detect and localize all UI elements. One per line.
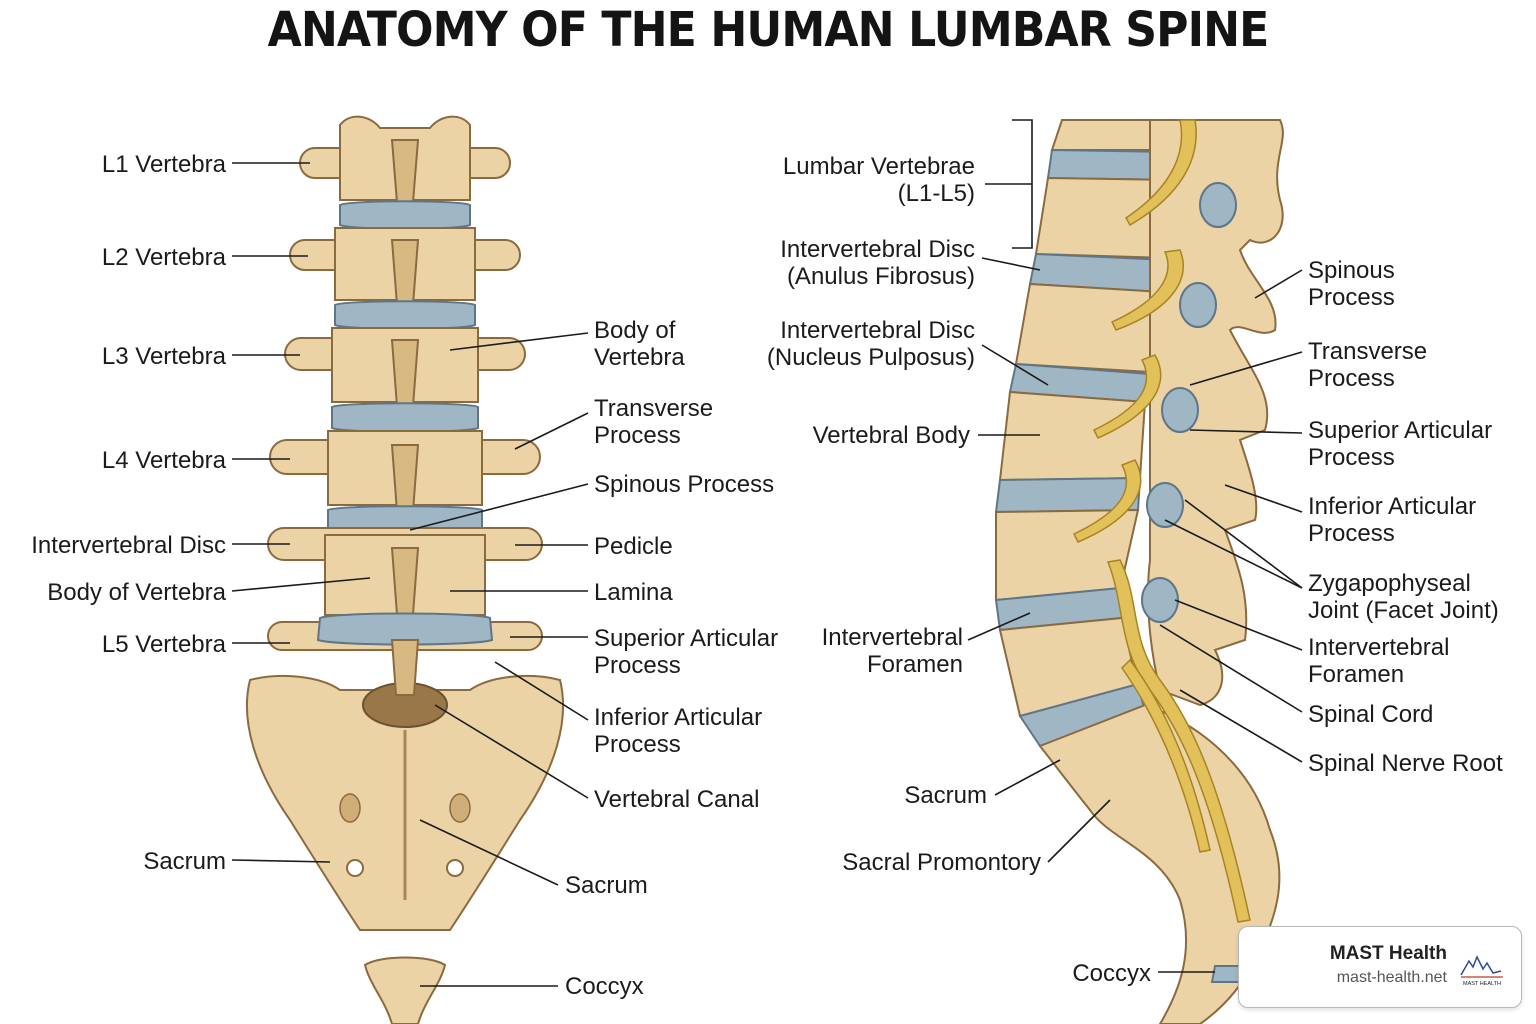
diagram-title: ANATOMY OF THE HUMAN LUMBAR SPINE	[267, 2, 1270, 58]
label-body-of-vertebra-line1: Body of	[594, 317, 676, 344]
label-spinal-cord: Spinal Cord	[1308, 701, 1433, 728]
label-intervertebral-disc: Intervertebral Disc	[31, 532, 226, 559]
label-disc-anulus-line1: Intervertebral Disc	[780, 236, 975, 263]
label-l2-vertebra: L2 Vertebra	[102, 244, 227, 271]
sacral-foramen	[339, 793, 361, 823]
brand-url[interactable]: mast-health.net	[1336, 969, 1447, 986]
label-sacrum-lateral: Sacrum	[904, 782, 987, 809]
label-coccyx-lateral: Coccyx	[1072, 960, 1151, 987]
label-lamina: Lamina	[594, 579, 673, 606]
label-intervertebral-foramen-left-line1: Intervertebral	[822, 624, 963, 651]
label-disc-nucleus-line2: (Nucleus Pulposus)	[767, 344, 975, 371]
brand-badge[interactable]: MAST Health mast-health.net MAST HEALTH	[1238, 926, 1522, 1008]
label-sacrum-middle: Sacrum	[565, 872, 648, 899]
label-zygapophyseal-line2: Joint (Facet Joint)	[1308, 597, 1499, 624]
facet-joint	[1141, 577, 1179, 623]
label-coccyx-left: Coccyx	[565, 973, 644, 1000]
nerve-root	[1092, 354, 1162, 439]
sacral-foramen	[446, 859, 464, 877]
label-superior-articular-lateral-line2: Process	[1308, 444, 1395, 471]
label-intervertebral-foramen-right-line2: Foramen	[1308, 661, 1404, 688]
label-body-of-vertebra-line2: Vertebra	[594, 344, 685, 371]
nerve-root	[1072, 459, 1142, 543]
nerve-root	[1110, 249, 1184, 331]
label-inferior-articular-line2: Process	[594, 731, 681, 758]
label-inferior-articular-line1: Inferior Articular	[594, 704, 762, 731]
facet-joint	[1161, 387, 1199, 433]
label-pedicle: Pedicle	[594, 533, 673, 560]
spinous-process-l5	[390, 639, 420, 696]
label-l1-vertebra: L1 Vertebra	[102, 151, 227, 178]
label-spinous-process-lateral-line2: Process	[1308, 284, 1395, 311]
label-transverse-process-lateral-line1: Transverse	[1308, 338, 1427, 365]
facet-joint	[1199, 182, 1237, 228]
label-intervertebral-foramen-left-line2: Foramen	[867, 651, 963, 678]
label-lumbar-vertebrae-line2: (L1-L5)	[898, 180, 975, 207]
brand-logo-icon: MAST HEALTH	[1460, 955, 1503, 987]
brand-logo-text: MAST HEALTH	[1463, 981, 1501, 987]
brand-name: MAST Health	[1329, 943, 1447, 964]
label-l5-vertebra: L5 Vertebra	[102, 631, 227, 658]
nerve-root	[1121, 658, 1211, 853]
leader-lines	[231, 119, 1303, 987]
label-vertebral-canal: Vertebral Canal	[594, 786, 759, 813]
vertebra-l2	[289, 227, 521, 319]
lateral-body-l2	[1014, 282, 1164, 374]
label-superior-articular-line1: Superior Articular	[594, 625, 778, 652]
nerve-root	[1125, 119, 1197, 227]
label-body-of-vertebra-left: Body of Vertebra	[47, 579, 226, 606]
label-superior-articular-line2: Process	[594, 652, 681, 679]
vertebra-l1	[299, 115, 511, 216]
label-inferior-articular-lateral-line1: Inferior Articular	[1308, 493, 1476, 520]
sacral-foramen	[449, 793, 471, 823]
posterior-spine-illustration	[246, 115, 564, 1024]
label-l3-vertebra: L3 Vertebra	[102, 343, 227, 370]
label-transverse-process-line2: Process	[594, 422, 681, 449]
label-spinous-process: Spinous Process	[594, 471, 774, 498]
label-superior-articular-lateral-line1: Superior Articular	[1308, 417, 1492, 444]
label-transverse-process-line1: Transverse	[594, 395, 713, 422]
label-intervertebral-foramen-right-line1: Intervertebral	[1308, 634, 1449, 661]
label-spinal-nerve-root: Spinal Nerve Root	[1308, 750, 1503, 777]
facet-joint	[1146, 482, 1184, 528]
vertebra-l4	[269, 430, 541, 526]
facet-joint	[1179, 282, 1217, 328]
vertebra-l3	[284, 327, 526, 421]
label-vertebral-body: Vertebral Body	[813, 422, 970, 449]
label-lumbar-vertebrae-line1: Lumbar Vertebrae	[783, 153, 975, 180]
label-sacral-promontory: Sacral Promontory	[842, 849, 1041, 876]
posterior-coccyx	[363, 956, 447, 1024]
disc-l1-l2	[339, 200, 471, 230]
label-spinous-process-lateral-line1: Spinous	[1308, 257, 1395, 284]
disc-l2-l3	[334, 300, 476, 330]
lateral-spine-illustration	[994, 119, 1284, 1024]
label-disc-anulus-line2: (Anulus Fibrosus)	[787, 263, 975, 290]
label-transverse-process-lateral-line2: Process	[1308, 365, 1395, 392]
label-l4-vertebra: L4 Vertebra	[102, 447, 227, 474]
disc-l5-s1	[316, 612, 494, 646]
disc-l3-l4	[331, 402, 479, 433]
label-zygapophyseal-line1: Zygapophyseal	[1308, 570, 1471, 597]
label-sacrum-left: Sacrum	[143, 848, 226, 875]
label-inferior-articular-lateral-line2: Process	[1308, 520, 1395, 547]
sacral-foramen	[346, 859, 364, 877]
label-disc-nucleus-line1: Intervertebral Disc	[780, 317, 975, 344]
nerve-root	[1106, 559, 1251, 923]
